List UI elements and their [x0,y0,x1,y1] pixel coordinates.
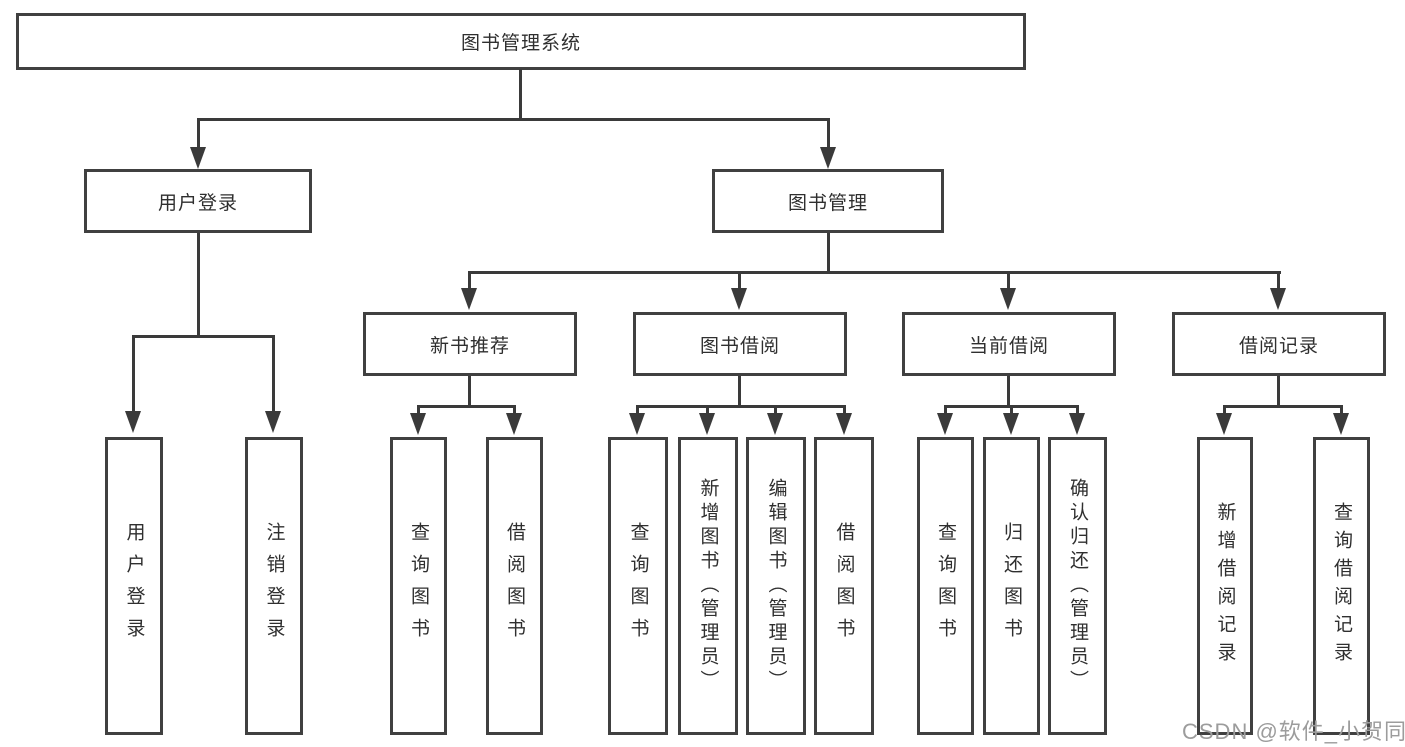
node-label: 新书推荐 [429,335,510,357]
leaf-edit-books-admin: 编辑图书（管理员） [746,437,806,735]
connector-line [827,233,830,271]
leaf-current-query-books: 查询图书 [917,437,974,735]
connector-line [774,405,777,415]
leaf-confirm-return-admin: 确认归还（管理员） [1048,437,1107,735]
connector-line [843,405,846,415]
arrowhead-down-icon [461,288,477,310]
arrowhead-down-icon [410,413,426,435]
arrowhead-down-icon [1003,413,1019,435]
connector-line [706,405,709,415]
arrowhead-down-icon [699,413,715,435]
connector-line [1277,271,1280,290]
arrowhead-down-icon [820,147,836,169]
node-label: 当前借阅 [968,335,1049,357]
arrowhead-down-icon [629,413,645,435]
leaf-recommend-borrow-books: 借阅图书 [486,437,543,735]
arrowhead-down-icon [506,413,522,435]
arrowhead-down-icon [125,411,141,433]
node-label: 借阅记录 [1238,335,1319,357]
node-book-borrow: 图书借阅 [633,312,847,376]
node-user-login: 用户登录 [84,169,312,233]
connector-line [417,405,516,408]
connector-line [827,118,830,150]
node-label: 确认归还（管理员） [1067,478,1088,694]
arrowhead-down-icon [1270,288,1286,310]
node-label: 借阅图书 [504,522,525,650]
connector-line [513,405,516,415]
arrowhead-down-icon [1069,413,1085,435]
node-label: 用户登录 [157,192,238,214]
node-label: 查询图书 [408,522,429,650]
connector-line [468,376,471,407]
leaf-recommend-query-books: 查询图书 [390,437,447,735]
node-label: 查询借阅记录 [1331,502,1352,670]
connector-line [738,376,741,407]
node-label: 图书管理 [787,192,868,214]
arrowhead-down-icon [1000,288,1016,310]
leaf-return-books: 归还图书 [983,437,1040,735]
connector-line [738,271,741,290]
arrowhead-down-icon [937,413,953,435]
connector-line [1007,376,1010,407]
arrowhead-down-icon [836,413,852,435]
arrowhead-down-icon [767,413,783,435]
connector-line [132,335,135,413]
connector-line [468,271,1281,274]
connector-line [272,335,275,413]
node-label: 编辑图书（管理员） [765,478,787,694]
node-label: 图书管理系统 [460,33,581,54]
node-label: 借阅图书 [833,522,855,650]
node-label: 注销登录 [263,522,285,650]
node-label: 图书借阅 [699,335,780,357]
connector-line [1076,405,1079,415]
node-label: 新增借阅记录 [1214,502,1236,670]
leaf-logout: 注销登录 [245,437,303,735]
leaf-query-borrow-record: 查询借阅记录 [1313,437,1370,735]
connector-line [944,405,947,415]
connector-line [1223,405,1226,415]
connector-line [1010,405,1013,415]
node-label: 归还图书 [1001,522,1022,650]
leaf-borrow-borrow-books: 借阅图书 [814,437,874,735]
arrowhead-down-icon [731,288,747,310]
node-book-management: 图书管理 [712,169,944,233]
node-label: 查询图书 [935,522,956,650]
node-borrow-records: 借阅记录 [1172,312,1386,376]
connector-line [1223,405,1343,408]
arrowhead-down-icon [190,147,206,169]
arrowhead-down-icon [1333,413,1349,435]
node-label: 新增图书（管理员） [697,478,719,694]
arrowhead-down-icon [265,411,281,433]
connector-line [1277,376,1280,407]
connector-line [197,233,200,337]
connector-line [1007,271,1010,290]
connector-line [468,271,471,290]
node-new-book-recommend: 新书推荐 [363,312,577,376]
connector-line [132,335,275,338]
connector-line [519,69,522,118]
arrowhead-down-icon [1216,413,1232,435]
leaf-add-books-admin: 新增图书（管理员） [678,437,738,735]
connector-line [636,405,846,408]
connector-line [197,118,830,121]
leaf-add-borrow-record: 新增借阅记录 [1197,437,1253,735]
leaf-user-login: 用户登录 [105,437,163,735]
node-label: 用户登录 [123,522,145,650]
connector-line [417,405,420,415]
connector-line [636,405,639,415]
node-current-borrow: 当前借阅 [902,312,1116,376]
connector-line [197,118,200,150]
leaf-borrow-query-books: 查询图书 [608,437,668,735]
connector-line [1340,405,1343,415]
node-library-system: 图书管理系统 [16,13,1026,70]
csdn-watermark: CSDN @软件_小贺同学 [1182,719,1405,744]
node-label: 查询图书 [627,522,649,650]
